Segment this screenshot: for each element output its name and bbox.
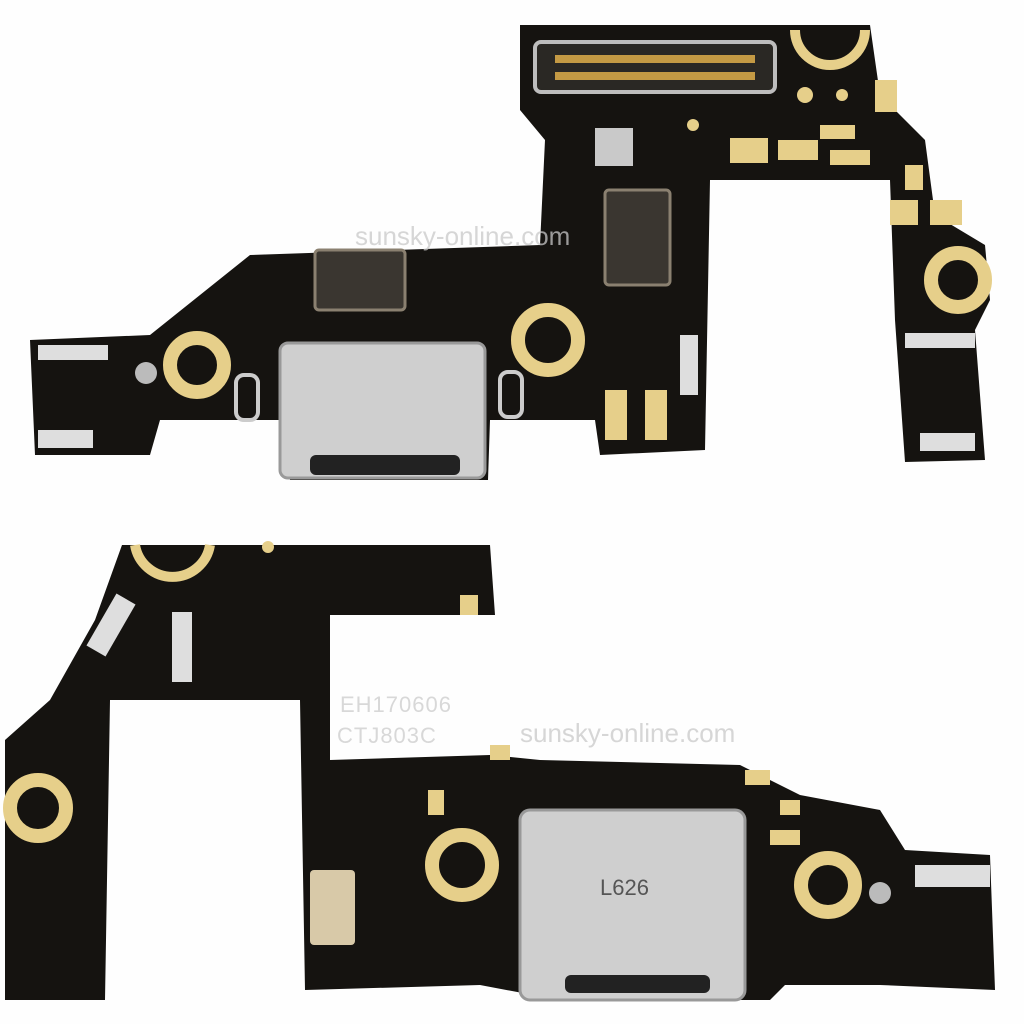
silkscreen-line2: CTJ803C — [337, 723, 437, 748]
fpc-connector-b — [603, 188, 672, 287]
mount-hole — [425, 828, 499, 902]
mount-hole — [3, 773, 73, 843]
watermark-top: sunsky-online.com — [355, 221, 570, 251]
antenna-socket — [595, 128, 633, 166]
u-bracket-top — [790, 29, 870, 70]
watermark-bottom: sunsky-online.com — [520, 718, 735, 748]
connector-marking: L626 — [600, 875, 649, 900]
u-bracket-bottom — [130, 543, 215, 582]
mount-hole — [924, 246, 992, 314]
fpc-connector-a — [313, 248, 407, 312]
usb-c-port-front — [518, 808, 747, 1002]
usb-c-port — [278, 341, 487, 480]
mount-hole — [511, 303, 585, 377]
microphone — [310, 870, 355, 945]
bottom-board: L626 EH170606 CTJ803C sunsky-online.com — [3, 541, 995, 1002]
top-board: sunsky-online.com — [30, 25, 992, 480]
board-to-board-connector — [533, 40, 777, 94]
mount-hole — [163, 331, 231, 399]
silkscreen-line1: EH170606 — [340, 692, 452, 717]
bottom-board-pcb — [5, 545, 995, 1000]
mount-hole — [794, 851, 862, 919]
